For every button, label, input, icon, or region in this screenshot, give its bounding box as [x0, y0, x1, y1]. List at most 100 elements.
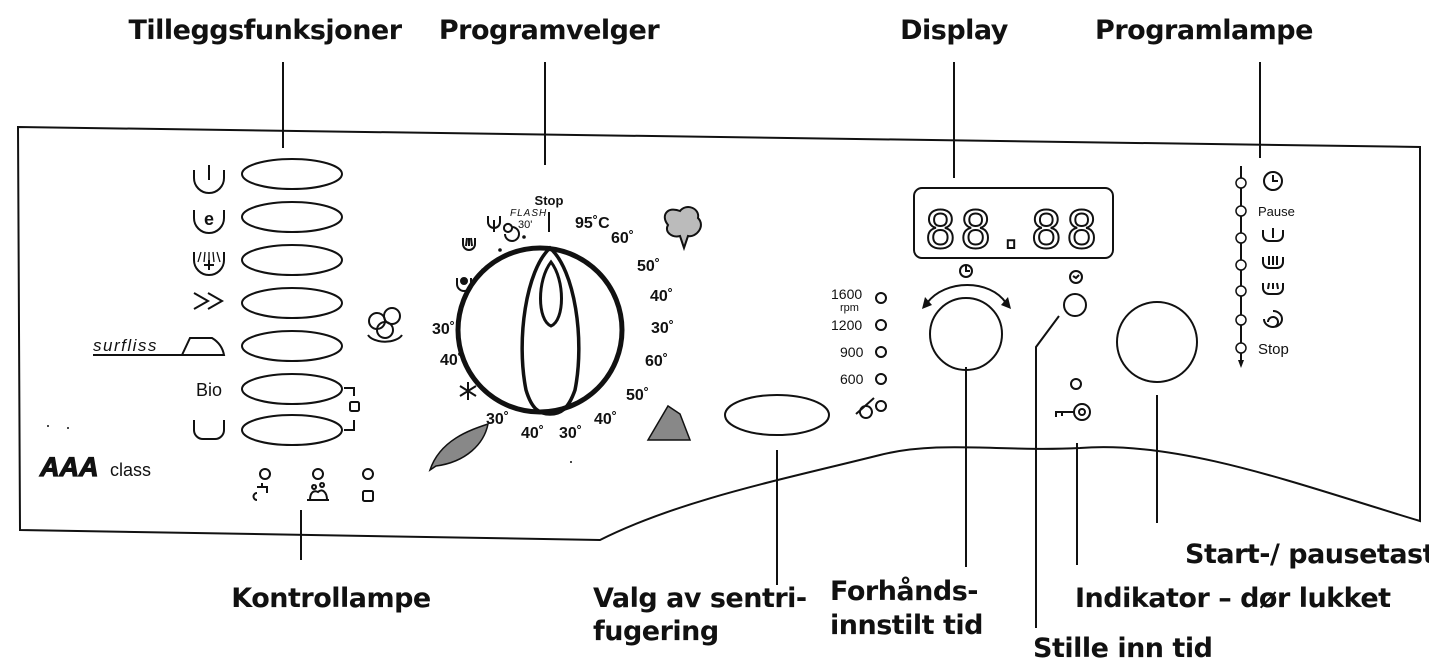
prewash-icon [193, 165, 225, 194]
fast-forward-icon [193, 292, 225, 310]
brand-class: class [110, 460, 151, 480]
spin-rpm: rpm [840, 302, 859, 314]
dial-95: 95˚C [575, 215, 610, 232]
delay-time-knob[interactable] [929, 297, 1003, 371]
label-programvelger: Programvelger [439, 15, 660, 46]
spin-600: 600 [840, 371, 864, 387]
dial-flash: FLASH [510, 208, 547, 219]
wash-icon [1262, 228, 1284, 242]
dial-flash-temp: 30' [518, 219, 532, 231]
option-button-drum[interactable] [241, 414, 343, 446]
wool-wash-icon [456, 277, 472, 292]
rotate-arrow [926, 284, 1007, 304]
label-programlampe: Programlampe [1095, 15, 1313, 46]
label-tilleggsfunksjoner: Tilleggsfunksjoner [128, 15, 402, 46]
svg-text:30˚: 30˚ [432, 321, 455, 338]
lock-bracket [344, 387, 360, 431]
leader-lines [282, 62, 1261, 628]
drum-icon [193, 420, 225, 440]
label-start-pause: Start-/ pausetast [1185, 539, 1429, 570]
option-button-rinse[interactable] [241, 244, 343, 276]
label-stille-inn-tid: Stille inn tid [1033, 633, 1212, 664]
svg-text:40˚: 40˚ [650, 288, 673, 305]
control-lamp-water [259, 468, 271, 480]
synthetic-icon [367, 307, 403, 343]
spin-speed-list: 1600 rpm 1200 900 600 [831, 286, 887, 419]
svg-text:surfliss: surfliss [93, 336, 158, 355]
lock-icon [349, 401, 360, 412]
wool-icon [646, 404, 692, 441]
delay-clock-icon [959, 264, 973, 278]
spin-lamp-1200 [875, 319, 887, 331]
main-wash-icon [1262, 256, 1284, 269]
eco-icon: e [193, 209, 225, 234]
spin-lamp-900 [875, 346, 887, 358]
spin-lamp-1600 [875, 292, 887, 304]
door-indicator-lamp [1070, 378, 1082, 390]
spin-selector-button[interactable] [724, 394, 830, 436]
control-lamps [252, 468, 374, 502]
speck [67, 427, 69, 429]
svg-text:40˚: 40˚ [594, 411, 617, 428]
cotton-icon [663, 206, 702, 252]
option-button-prewash[interactable] [241, 158, 343, 190]
option-button-eco[interactable] [241, 201, 343, 233]
option-button-bio[interactable] [241, 373, 343, 405]
no-spin-icon [855, 397, 875, 419]
drain-spin-icon [487, 216, 520, 242]
start-pause-button[interactable] [1116, 301, 1198, 383]
delay-timer-icon [1263, 171, 1283, 191]
option-button-surfliss[interactable] [241, 330, 343, 362]
spin-lamp-600 [875, 373, 887, 385]
panel-outline [16, 125, 1421, 542]
program-dial[interactable] [455, 245, 625, 416]
dial-stop: Stop [535, 193, 564, 208]
label-display: Display [900, 15, 1009, 46]
spin-1200: 1200 [831, 317, 862, 333]
program-lamp-1 [1235, 177, 1247, 189]
spin-1600: 1600 [831, 286, 862, 302]
display-digits: 88.88 [925, 201, 1102, 261]
program-lamp-5 [1235, 285, 1247, 297]
svg-text:60˚: 60˚ [611, 230, 634, 247]
feather-icon [428, 422, 489, 472]
control-lamp-foam [312, 468, 324, 480]
dial-ring[interactable] [455, 245, 625, 415]
program-lamp-stop: Stop [1258, 341, 1289, 358]
svg-text:30˚: 30˚ [486, 411, 509, 428]
tap-icon [252, 483, 268, 501]
label-indikator: Indikator – dør lukket [1075, 583, 1391, 614]
spin-lamp-nospin [875, 400, 887, 412]
dial-bottom-temps: 30˚ 40˚ 30˚ 40˚ [486, 411, 617, 442]
program-lamps: Pause Stop [1235, 166, 1295, 368]
dial-dots [481, 235, 526, 272]
program-lamp-7 [1235, 342, 1247, 354]
svg-text:40˚: 40˚ [521, 425, 544, 442]
svg-text:30˚: 30˚ [559, 425, 582, 442]
program-lamp-2 [1235, 205, 1247, 217]
option-button-fast[interactable] [241, 287, 343, 319]
foam-icon [307, 482, 329, 501]
dial-pointer[interactable] [520, 245, 581, 416]
rinse-icon [1262, 282, 1284, 295]
digital-display [913, 187, 1114, 259]
option-buttons [241, 158, 343, 446]
set-time-button[interactable] [1063, 293, 1087, 317]
svg-text:30˚: 30˚ [651, 320, 674, 337]
rotate-arrow-head-left [922, 297, 932, 309]
svg-text:60˚: 60˚ [645, 353, 668, 370]
snowflake-icon [459, 382, 477, 400]
shower-icon [193, 251, 225, 276]
svg-text:e: e [204, 209, 214, 229]
program-lamp-6 [1235, 314, 1247, 326]
dial-left-temps: 30˚ 40˚ [432, 321, 463, 369]
brand-aaa: AAA [39, 452, 99, 482]
svg-text:40˚: 40˚ [440, 352, 463, 369]
bio-label: Bio [196, 380, 222, 400]
iron-icon [180, 337, 226, 356]
label-kontrollampe: Kontrollampe [231, 583, 431, 614]
spin-icon [1263, 310, 1283, 328]
program-lamp-4 [1235, 259, 1247, 271]
lock-icon-small [362, 490, 374, 502]
